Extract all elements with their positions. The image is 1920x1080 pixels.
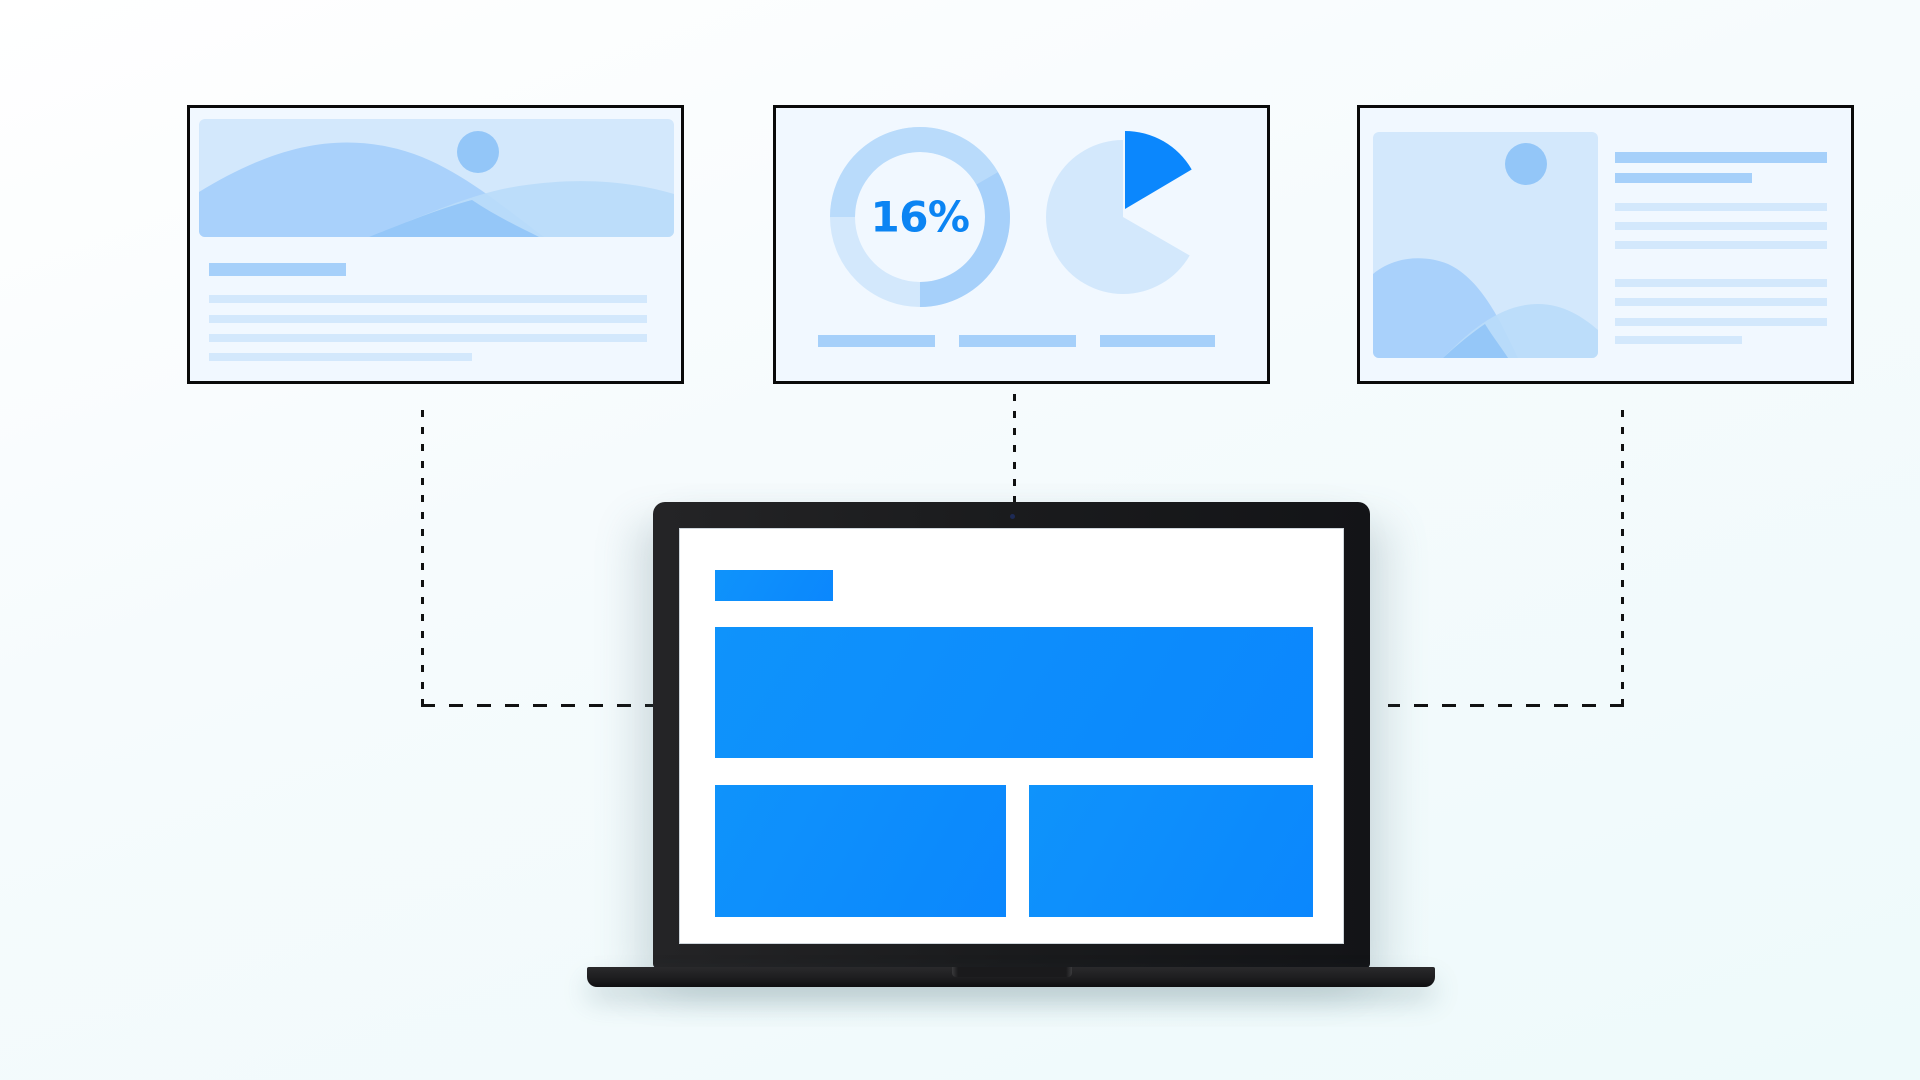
text-line-placeholder	[209, 334, 647, 342]
connector-left-horizontal	[421, 704, 653, 707]
pie-chart	[1046, 130, 1192, 294]
article-template-card	[187, 105, 684, 384]
donut-chart	[830, 127, 1010, 307]
screen-left-panel	[715, 785, 1006, 917]
donut-percent-label: 16%	[870, 192, 970, 242]
laptop-hinge	[952, 967, 1072, 977]
image-placeholder	[199, 119, 674, 237]
screen-right-panel	[1029, 785, 1313, 917]
title-placeholder	[209, 263, 346, 276]
subtitle-placeholder	[1615, 173, 1752, 183]
screen-hero-block	[715, 627, 1313, 758]
camera-icon	[1010, 514, 1015, 519]
legend-bar	[1100, 335, 1215, 347]
text-line-placeholder	[209, 295, 647, 303]
legend-bar	[818, 335, 935, 347]
text-line-placeholder	[1615, 318, 1827, 326]
media-template-card	[1357, 105, 1854, 384]
laptop-base	[587, 967, 1435, 987]
connector-left-vertical	[421, 410, 424, 707]
text-line-placeholder	[1615, 298, 1827, 306]
text-line-placeholder	[1615, 279, 1827, 287]
connector-center-vertical	[1013, 394, 1016, 506]
text-line-placeholder	[209, 353, 472, 361]
landscape-image-icon	[1373, 143, 1598, 358]
charts-layer	[830, 127, 1192, 307]
text-line-placeholder	[1615, 203, 1827, 211]
image-placeholder	[1373, 132, 1598, 358]
text-line-placeholder	[1615, 222, 1827, 230]
text-line-placeholder	[209, 315, 647, 323]
landscape-image-icon	[199, 131, 674, 237]
connector-right-vertical	[1621, 410, 1624, 707]
connector-right-horizontal	[1388, 704, 1624, 707]
title-placeholder	[1615, 152, 1827, 163]
screen-header-bar	[715, 570, 833, 601]
text-line-placeholder	[1615, 336, 1742, 344]
laptop-screen	[679, 528, 1344, 944]
laptop	[653, 502, 1370, 968]
legend-bar	[959, 335, 1076, 347]
text-line-placeholder	[1615, 241, 1827, 249]
